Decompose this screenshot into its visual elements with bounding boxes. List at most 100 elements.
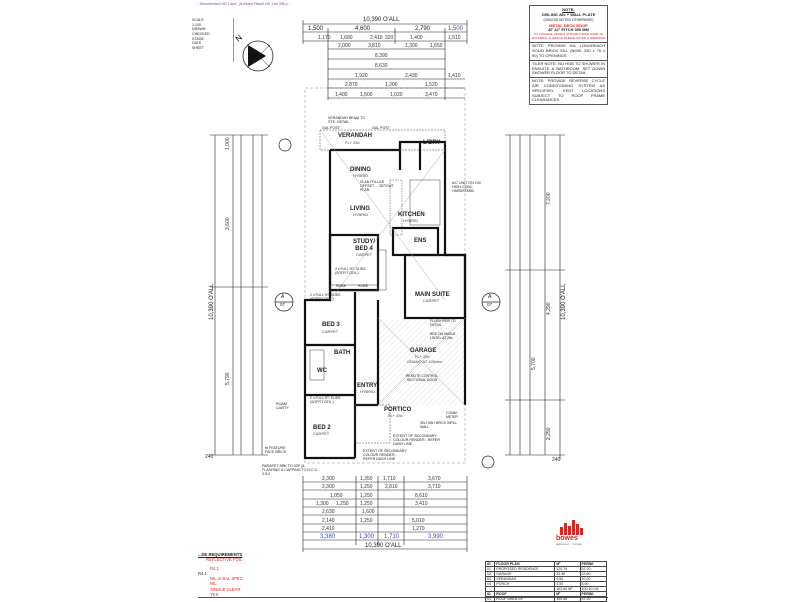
logo-text: bowes (556, 535, 578, 542)
dim-right: 5,700 (531, 357, 537, 370)
dim: 2,000 (338, 43, 351, 49)
dim-left: 3,600 (225, 217, 231, 230)
room-main-suite: MAIN SUITE (415, 292, 450, 298)
energy-requirements: ...DE REQUIREMENTS REFLECTIVE FOIL R4.1 … (198, 552, 268, 597)
note-extent-render: EXTENT OF SECONDARY COLOUR RENDER - REFE… (393, 434, 440, 446)
dim: 1,250 (336, 501, 349, 507)
note-bed3-robe: 2 x FULL HT. SLIDS (SOFFIT CEIL.) (310, 293, 341, 301)
room-verandah-floor: FL+ 25c (345, 140, 360, 145)
dim: 2,630 (322, 509, 335, 515)
panel-line: DRAWN (192, 27, 206, 32)
note-feature-brick: fe FEATURE FACE BRICK (265, 446, 287, 454)
section-sheet: 07 (280, 302, 286, 307)
room-living-floor: HYBRID (353, 212, 369, 217)
note-roam-cavity: ROAM CAVITY (276, 402, 289, 410)
section-marker-icon (274, 138, 501, 469)
panel-line: DATE (192, 41, 202, 46)
dim: 1,270 (412, 526, 425, 532)
dim: 1,600 (362, 509, 375, 515)
note-flush-pier: FLUSH PIER TO DETAIL (430, 319, 456, 327)
panel-line: SHEET (192, 46, 204, 51)
dim: 1,680 (340, 35, 353, 41)
note-aircon: NOTE: PROVIDE REVERSE CYCLE AIR CONDITIO… (530, 77, 607, 103)
room-garage-slab: GRANO AT 100mm (407, 359, 442, 364)
dim: 1,250 (360, 484, 373, 490)
room-ensuite: ENS (414, 238, 427, 244)
room-bed2: BED 2 (313, 425, 331, 431)
requirement-value: REFLECTIVE FOIL (206, 557, 243, 563)
dim: 2,300 (322, 484, 335, 490)
note-slab: SLAB FOLLAR OFFSET ... SETOUT PLAN (360, 180, 394, 192)
dim: 1,400 (410, 35, 423, 41)
requirement-label: R4.1 (198, 570, 207, 576)
note-tiler: TILER NOTE: NO HOB TO SHOWER IN ENSUITE … (530, 59, 607, 76)
notes-roof: METAL DECK ROOF (549, 22, 588, 28)
north-arrow-icon: N (234, 33, 274, 72)
dim: 8,390 (375, 53, 388, 59)
logo-icon (560, 520, 583, 535)
top-dimension-lines (302, 20, 468, 100)
note-extent-render: EXTENT OF SECONDARY COLOUR RENDER - REFE… (363, 449, 407, 461)
dim: 1,520 (425, 82, 438, 88)
dim: 8,610 (415, 493, 428, 499)
dim: 1,510 (448, 35, 461, 41)
notes-panel: NOTE: CEILING 28c + WALL PLATE (UNLESS N… (529, 5, 608, 106)
dim: 1,200 (385, 82, 398, 88)
dim: 1,250 (360, 518, 373, 524)
dim: 3,470 (425, 92, 438, 98)
dim-top: 1,500 (308, 26, 324, 32)
note-gal-post: GAL POST (372, 126, 390, 130)
dim: 1,300 (405, 43, 418, 49)
room-portico: PORTICO (384, 407, 412, 413)
dim-left: 5,790 (225, 372, 231, 385)
room-main-suite-floor: CARPET (423, 298, 440, 303)
room-garage-floor: FL+ 25c (415, 354, 430, 359)
dim: 3,410 (415, 501, 428, 507)
room-study: STUDY/ BED 4 (352, 239, 375, 252)
requirement-value: SINGLE CLEAR (210, 586, 241, 592)
dim-right: 2,250 (546, 427, 552, 440)
section-letter: A (281, 294, 285, 300)
label-robe: ROBE (358, 284, 369, 288)
room-kitchen: KITCHEN (398, 212, 425, 218)
dim-left: 1,000 (225, 137, 231, 150)
dim-right-overall: 10,390 O'ALL (561, 283, 567, 320)
dim: 1,050 (330, 493, 343, 499)
room-bed3-floor: CARPET (322, 329, 339, 334)
panel-line: STAGE (192, 36, 204, 41)
dim-right: 4,290 (546, 302, 552, 315)
svg-text:N: N (234, 33, 244, 44)
dim: 2,300 (322, 476, 335, 482)
logo-tagline: approved ... homes (556, 542, 582, 546)
note-sill: NOTE: PROVIDE 611 LONGREACH SOLID BRICK … (530, 42, 607, 59)
dim-right: 7,200 (546, 192, 552, 205)
section-letter: A (488, 294, 492, 300)
requirement-value: YES (210, 591, 219, 597)
dim: 2,810 (385, 484, 398, 490)
room-study-floor: CARPET (356, 252, 373, 257)
dim: 3,710 (428, 484, 441, 490)
panel-line: 1:100 (192, 22, 201, 27)
dim: 2,410 (322, 526, 335, 532)
requirement-value: NIL (210, 581, 217, 587)
dim-top: 2,790 (415, 26, 431, 32)
notes-ceiling: CEILING 28c + WALL PLATE (541, 11, 596, 17)
room-wc: WC (317, 368, 327, 374)
requirement-value: R4.1 (210, 565, 219, 571)
dim: 1,710 (383, 476, 396, 482)
note-gal-post: GAL POST (322, 126, 340, 130)
requirement-value: NIL or BAL SPEC. (210, 576, 244, 581)
notes-pitch: AT 22° PITCH 300 MM (548, 27, 589, 33)
dim: 1,920 (355, 73, 368, 79)
note-parapet: PARAPET BRK TO 32P (& FLASHING & CAPPING… (262, 464, 319, 476)
notes-heading: NOTE: (562, 7, 575, 12)
dim: 1,410 (448, 73, 461, 79)
room-portico-floor: FL+ 25c (388, 413, 403, 418)
sheet-border (198, 597, 608, 598)
dim-top-overall: 10,390 O'ALL (363, 17, 400, 23)
room-bath: BATH (334, 350, 351, 356)
file-path: ... Documents\0 HD 1 and _Archived Files… (196, 2, 291, 6)
note-bed2-robe: 2 x FULL HT. SLIDS (SOFFIT CEIL.) (310, 396, 341, 404)
